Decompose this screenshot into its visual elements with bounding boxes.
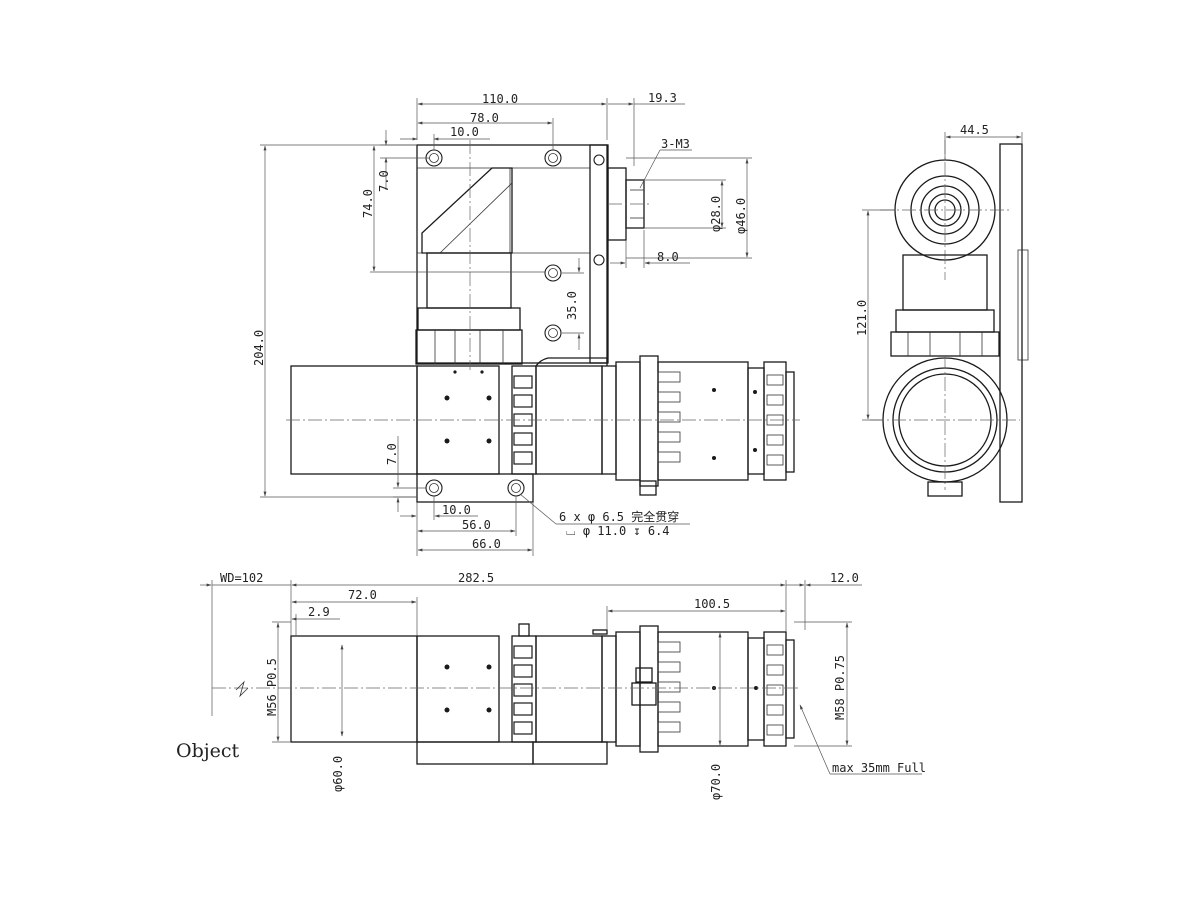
- dim-7-top: 7.0: [377, 170, 391, 192]
- dim-dia-28: φ28.0: [709, 196, 723, 232]
- dim-dia-46: φ46.0: [734, 198, 748, 234]
- label-max-sensor: max 35mm Full: [832, 761, 926, 775]
- side-mount-plate: [999, 143, 1023, 503]
- fold-mirror: [421, 167, 513, 254]
- dim-66: 66.0: [472, 537, 501, 551]
- bottom-zoom-ring: [657, 631, 749, 747]
- mount-hole-icon: [544, 149, 562, 167]
- dim-72: 72.0: [348, 588, 377, 602]
- bottom-objective-tube: [290, 635, 418, 743]
- bottom-dimensions: WD=102 282.5 12.0 72.0 2.9 100.5 M56 P0.…: [200, 571, 926, 800]
- mount-hole-icon: [507, 479, 525, 497]
- object-label: Object: [176, 740, 240, 762]
- front-view: [286, 140, 800, 503]
- dim-dia-60: φ60.0: [331, 756, 345, 792]
- mount-hole-icon: [544, 264, 562, 282]
- label-3-m3: 3-M3: [661, 137, 690, 151]
- dim-204: 204.0: [252, 330, 266, 366]
- dim-wd: WD=102: [220, 571, 263, 585]
- dim-44-5: 44.5: [960, 123, 989, 137]
- camera-mount-plate: [589, 144, 609, 364]
- dim-74: 74.0: [361, 189, 375, 218]
- dim-35: 35.0: [565, 291, 579, 320]
- dim-8: 8.0: [657, 250, 679, 264]
- dim-dia-70: φ70.0: [709, 764, 723, 800]
- focus-ring: [415, 329, 523, 365]
- dim-100-5: 100.5: [694, 597, 730, 611]
- dim-10-bottom: 10.0: [442, 503, 471, 517]
- hole-spec-line-1: 6 x φ 6.5 完全贯穿: [559, 509, 679, 524]
- mount-hole-icon: [544, 324, 562, 342]
- front-dimensions: 110.0 78.0 10.0 19.3 3-M3 7.0 74.0 204.0: [252, 91, 752, 556]
- dim-19-3: 19.3: [648, 91, 677, 105]
- dim-56: 56.0: [462, 518, 491, 532]
- dim-78: 78.0: [470, 111, 499, 125]
- dim-10-top: 10.0: [450, 125, 479, 139]
- dim-110: 110.0: [482, 92, 518, 106]
- hole-spec-line-2: ⌴ φ 11.0 ↧ 6.4: [566, 524, 670, 538]
- bottom-view: [212, 623, 800, 765]
- side-view: 44.5 121.0: [855, 123, 1029, 503]
- thread-m58: M58 P0.75: [833, 655, 847, 720]
- mount-hole-icon: [425, 479, 443, 497]
- thread-m56: M56 P0.5: [265, 658, 279, 716]
- dim-12: 12.0: [830, 571, 859, 585]
- prism-housing: [416, 144, 608, 364]
- dim-282-5: 282.5: [458, 571, 494, 585]
- dim-7-bottom: 7.0: [385, 443, 399, 465]
- dim-121: 121.0: [855, 300, 869, 336]
- dim-2-9: 2.9: [308, 605, 330, 619]
